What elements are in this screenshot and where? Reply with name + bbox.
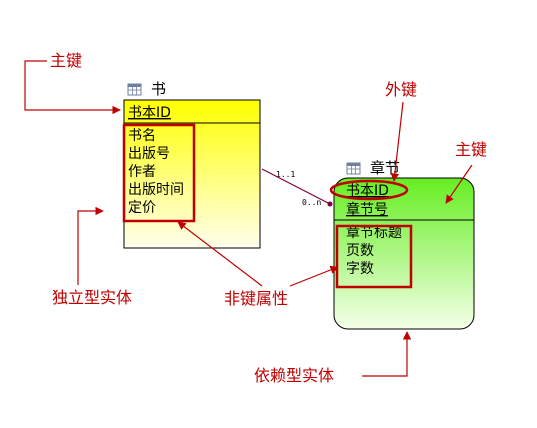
callout-arrow bbox=[390, 101, 404, 182]
book-entity-title: 书 bbox=[151, 80, 166, 98]
book-non-key-highlight bbox=[122, 123, 196, 223]
parent-cardinality: 1..1 bbox=[276, 170, 295, 179]
foreign-key-highlight bbox=[329, 179, 409, 201]
table-icon bbox=[127, 83, 142, 96]
callout-non-key-attributes: 非键属性 bbox=[177, 221, 339, 308]
chapter-attribute: 章节标题 bbox=[346, 224, 402, 241]
relationship-line: 1..1 0..n bbox=[261, 168, 333, 207]
book-primary-key: 书本ID bbox=[128, 105, 171, 121]
callout-primary-key-left: 主键 bbox=[24, 51, 121, 115]
callout-label: 主键 bbox=[455, 140, 487, 159]
book-attribute: 作者 bbox=[128, 164, 156, 180]
callout-arrow bbox=[77, 206, 104, 285]
chapter-primary-key: 章节号 bbox=[346, 201, 388, 218]
callout-label: 主键 bbox=[50, 51, 82, 70]
callout-label: 独立型实体 bbox=[52, 288, 132, 307]
callout-independent-entity: 独立型实体 bbox=[52, 206, 132, 307]
child-cardinality: 0..n bbox=[302, 198, 321, 207]
book-attribute: 书名 bbox=[128, 128, 156, 144]
chapter-entity-box bbox=[333, 177, 475, 330]
chapter-non-key-highlight bbox=[335, 224, 413, 289]
chapter-entity[interactable]: 章节 书本ID 章节号 章节标题 页数 字数 bbox=[333, 159, 475, 330]
book-attribute: 定价 bbox=[128, 200, 156, 216]
callout-label: 外键 bbox=[385, 80, 417, 99]
book-entity[interactable]: 书 书本ID 书名 出版号 作者 出版时间 定价 bbox=[123, 80, 261, 249]
callout-label: 非键属性 bbox=[224, 289, 288, 308]
relationship-end-dot bbox=[327, 201, 333, 207]
callout-foreign-key: 外键 bbox=[385, 80, 417, 182]
chapter-entity-title: 章节 bbox=[370, 159, 400, 177]
callout-arrow bbox=[24, 60, 121, 115]
callout-arrow bbox=[445, 164, 473, 204]
table-icon bbox=[346, 162, 361, 175]
chapter-attribute: 字数 bbox=[346, 261, 374, 277]
book-attribute: 出版号 bbox=[128, 146, 170, 162]
callout-arrow bbox=[362, 331, 412, 377]
chapter-foreign-key: 书本ID bbox=[346, 183, 389, 199]
callout-arrow bbox=[289, 265, 339, 287]
callout-label: 依赖型实体 bbox=[254, 366, 334, 385]
callout-primary-key-right: 主键 bbox=[445, 140, 487, 204]
book-attribute: 出版时间 bbox=[128, 182, 184, 198]
chapter-attribute: 页数 bbox=[346, 243, 374, 259]
callout-dependent-entity: 依赖型实体 bbox=[254, 331, 412, 385]
callout-arrow bbox=[177, 221, 263, 287]
